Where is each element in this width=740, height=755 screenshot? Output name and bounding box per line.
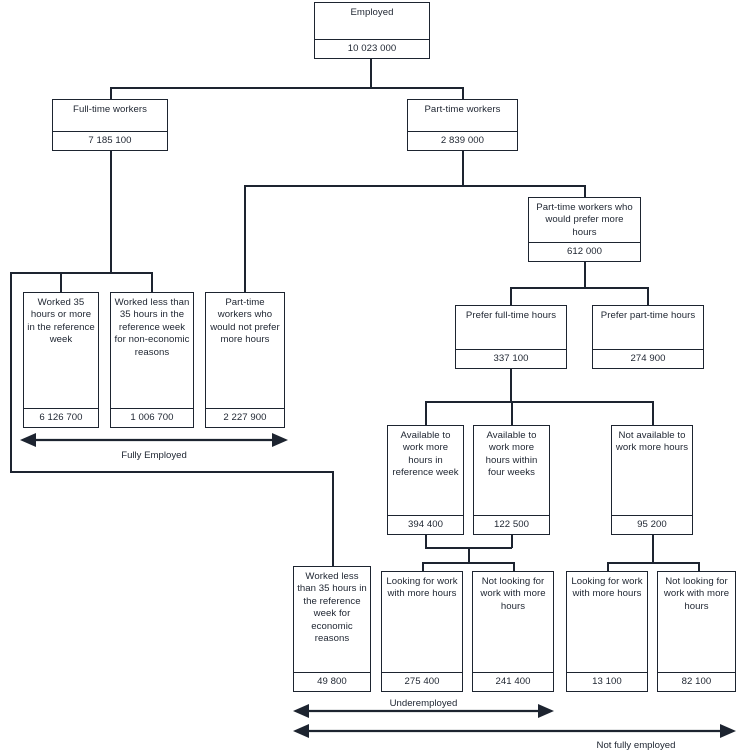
node-employed[interactable]: Employed 10 023 000: [314, 2, 430, 59]
connector-fulltime-split: [10, 272, 152, 274]
node-available-four-weeks-label: Available to work more hours within four…: [485, 430, 538, 479]
node-part-time-workers-value: 2 839 000: [408, 131, 517, 150]
node-full-time-workers[interactable]: Full-time workers 7 185 100: [52, 99, 168, 151]
node-worked-less-non-economic-value: 1 006 700: [111, 408, 193, 427]
node-worked-less-economic[interactable]: Worked less than 35 hours in the referen…: [293, 566, 371, 692]
node-looking-for-work-available[interactable]: Looking for work with more hours 275 400: [381, 571, 463, 692]
node-pt-not-prefer-more-hours-value: 2 227 900: [206, 408, 284, 427]
connector-to-workedless-noneco: [151, 272, 153, 293]
node-not-looking-for-work-not-available-value: 82 100: [658, 672, 735, 691]
connector-to-notlookingA: [513, 562, 515, 572]
node-pt-prefer-more-hours-value: 612 000: [529, 242, 640, 261]
node-looking-for-work-not-available[interactable]: Looking for work with more hours 13 100: [566, 571, 648, 692]
node-looking-for-work-available-value: 275 400: [382, 672, 462, 691]
connector-to-prefer-pt: [647, 287, 649, 306]
connector-available-merged-down: [468, 547, 470, 563]
connector-to-lookingA: [422, 562, 424, 572]
node-part-time-workers-label: Part-time workers: [424, 104, 501, 115]
connector-lookingB-split: [607, 562, 699, 564]
connector-availfour-down: [511, 535, 513, 548]
connector-to-worked35: [60, 272, 62, 293]
connector-parttime-split: [244, 185, 585, 187]
node-prefer-full-time-hours-value: 337 100: [456, 349, 566, 368]
connector-to-parttime: [462, 87, 464, 100]
connector-to-prefer-ft: [510, 287, 512, 306]
connector-notavail-down: [652, 535, 654, 563]
node-available-reference-week[interactable]: Available to work more hours in referenc…: [387, 425, 464, 535]
node-looking-for-work-not-available-value: 13 100: [567, 672, 647, 691]
node-worked-less-non-economic-label: Worked less than 35 hours in the referen…: [114, 297, 190, 358]
arrow-not-fully-employed: [293, 723, 736, 739]
fully-employed-arrow-icon: [20, 433, 288, 447]
node-pt-not-prefer-more-hours[interactable]: Part-time workers who would not prefer m…: [205, 292, 285, 428]
not-fully-employed-arrow-icon: [293, 724, 736, 738]
connector-preferft-down: [510, 369, 512, 402]
node-worked-35-hours-or-more[interactable]: Worked 35 hours or more in the reference…: [23, 292, 99, 428]
connector-prefermore-split: [510, 287, 648, 289]
arrow-not-fully-employed-label: Not fully employed: [596, 740, 676, 751]
arrow-fully-employed: [20, 432, 288, 448]
connector-to-notavailable: [652, 401, 654, 426]
node-available-reference-week-value: 394 400: [388, 515, 463, 534]
connector-to-fulltime: [110, 87, 112, 100]
node-worked-less-economic-value: 49 800: [294, 672, 370, 691]
node-not-looking-for-work-not-available[interactable]: Not looking for work with more hours 82 …: [657, 571, 736, 692]
node-not-looking-for-work-available-value: 241 400: [473, 672, 553, 691]
connector-to-lookingB: [607, 562, 609, 572]
node-available-four-weeks[interactable]: Available to work more hours within four…: [473, 425, 550, 535]
node-pt-not-prefer-more-hours-label: Part-time workers who would not prefer m…: [210, 297, 280, 346]
node-employed-value: 10 023 000: [315, 39, 429, 58]
node-worked-less-non-economic[interactable]: Worked less than 35 hours in the referen…: [110, 292, 194, 428]
node-not-available-more-hours[interactable]: Not available to work more hours 95 200: [611, 425, 693, 535]
connector-leftrail-bottom: [10, 471, 334, 473]
connector-leftrail-to-eco: [332, 471, 334, 566]
connector-availref-down: [425, 535, 427, 548]
connector-to-avail-fourweeks: [511, 401, 513, 426]
node-not-available-more-hours-label: Not available to work more hours: [615, 430, 689, 454]
arrow-fully-employed-label: Fully Employed: [121, 450, 187, 461]
node-looking-for-work-not-available-label: Looking for work with more hours: [571, 576, 643, 600]
connector-to-avail-refweek: [425, 401, 427, 426]
connector-fulltime-leftrail: [10, 272, 12, 473]
connector-fulltime-down: [110, 150, 112, 273]
node-available-four-weeks-value: 122 500: [474, 515, 549, 534]
node-prefer-part-time-hours-value: 274 900: [593, 349, 703, 368]
arrow-underemployed-label: Underemployed: [389, 698, 458, 709]
connector-employed-split: [110, 87, 463, 89]
node-pt-prefer-more-hours[interactable]: Part-time workers who would prefer more …: [528, 197, 641, 262]
arrow-underemployed: [293, 703, 554, 719]
connector-to-pt-notprefer: [244, 185, 246, 293]
node-prefer-part-time-hours[interactable]: Prefer part-time hours 274 900: [592, 305, 704, 369]
node-prefer-full-time-hours[interactable]: Prefer full-time hours 337 100: [455, 305, 567, 369]
connector-lookingA-split: [422, 562, 514, 564]
connector-employed-down: [370, 58, 372, 88]
node-prefer-part-time-hours-label: Prefer part-time hours: [600, 310, 696, 321]
node-employed-label: Employed: [350, 7, 394, 18]
node-looking-for-work-available-label: Looking for work with more hours: [386, 576, 458, 600]
node-not-looking-for-work-not-available-label: Not looking for work with more hours: [663, 576, 730, 612]
connector-to-pt-prefermore: [584, 185, 586, 198]
node-prefer-full-time-hours-label: Prefer full-time hours: [465, 310, 557, 321]
node-not-available-more-hours-value: 95 200: [612, 515, 692, 534]
node-full-time-workers-label: Full-time workers: [73, 104, 147, 115]
node-worked-less-economic-label: Worked less than 35 hours in the referen…: [297, 571, 367, 645]
node-available-reference-week-label: Available to work more hours in referenc…: [392, 430, 459, 479]
node-worked-35-hours-or-more-label: Worked 35 hours or more in the reference…: [27, 297, 95, 346]
node-pt-prefer-more-hours-label: Part-time workers who would prefer more …: [536, 202, 633, 238]
node-full-time-workers-value: 7 185 100: [53, 131, 167, 150]
node-worked-35-hours-or-more-value: 6 126 700: [24, 408, 98, 427]
connector-prefermore-down: [584, 261, 586, 288]
node-part-time-workers[interactable]: Part-time workers 2 839 000: [407, 99, 518, 151]
connector-parttime-down: [462, 150, 464, 186]
connector-to-notlookingB: [698, 562, 700, 572]
node-not-looking-for-work-available-label: Not looking for work with more hours: [480, 576, 546, 612]
underemployed-arrow-icon: [293, 704, 554, 718]
node-not-looking-for-work-available[interactable]: Not looking for work with more hours 241…: [472, 571, 554, 692]
connector-availability-split: [425, 401, 653, 403]
